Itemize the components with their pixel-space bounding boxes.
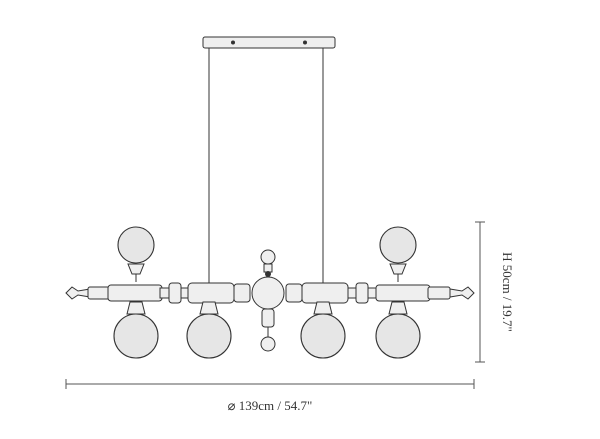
lower-globe-1 bbox=[113, 301, 159, 359]
width-dimension-line bbox=[65, 379, 475, 389]
lower-globe-3 bbox=[300, 301, 346, 359]
center-top-finial bbox=[260, 249, 276, 277]
width-dimension-label: ⌀ 139cm / 54.7" bbox=[228, 398, 313, 413]
lower-globe-2 bbox=[186, 301, 232, 359]
height-dimension-line bbox=[475, 221, 485, 363]
center-bottom-finial bbox=[260, 308, 276, 352]
ceiling-canopy bbox=[202, 36, 336, 49]
lower-globe-4 bbox=[375, 301, 421, 359]
suspension-wires bbox=[208, 48, 324, 284]
horizontal-rod bbox=[65, 276, 475, 310]
height-dimension-label: H 50cm / 19.7" bbox=[500, 252, 515, 332]
upper-globe-right bbox=[379, 226, 417, 282]
upper-globe-left bbox=[117, 226, 155, 282]
